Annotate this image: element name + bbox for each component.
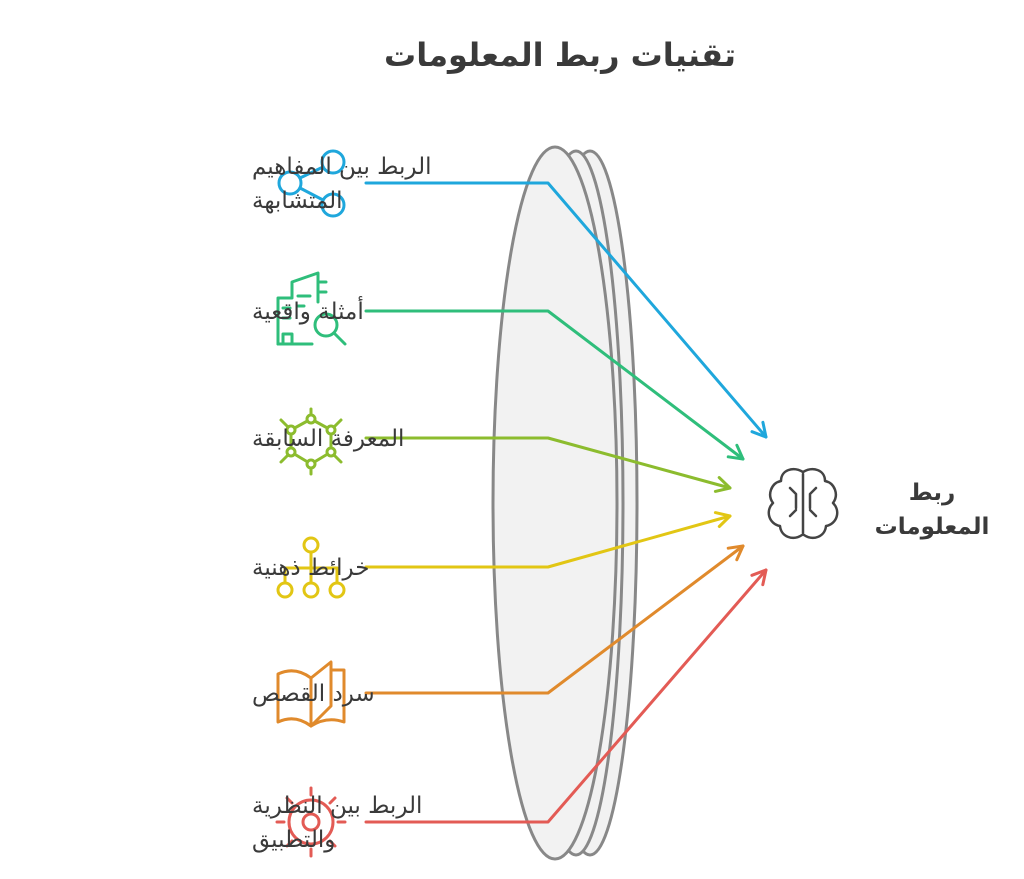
lens [491,145,639,861]
arrowhead [713,511,732,528]
brain-icon [767,468,839,539]
item-label: سرد القصص [252,681,375,707]
target-label: ربط المعلومات [875,480,990,540]
arrowhead [713,476,732,493]
arrowhead [726,443,745,461]
connector-line [364,436,732,490]
connector-line [364,544,745,695]
hierarchy-icon [276,536,346,599]
connector-line [364,514,732,569]
item-label: والتطبيق [252,827,335,853]
molecule-icon [279,407,343,476]
arrowhead [750,568,768,587]
page-title: تقنيات ربط المعلومات [384,36,736,74]
item-label: المعرفة السابقة [252,426,404,452]
building-search-icon [276,271,347,346]
item-icons [275,149,347,858]
connector-line [364,181,768,439]
item-label: المتشابهة [252,188,343,214]
item-labels: الربط بين المفاهيم المتشابهة أمثلة واقعية ا… [252,154,432,853]
target-gear-icon [275,786,347,858]
item-label: الربط بين المفاهيم [252,154,432,180]
item-label: الربط بين النظرية [252,793,422,819]
connector-line [364,309,745,461]
share-nodes-icon [277,149,346,218]
arrowhead [726,544,745,562]
open-book-icon [276,660,346,728]
lens-layer-front [491,145,619,861]
item-label: أمثلة واقعية [252,296,364,325]
arrowhead [750,420,768,439]
item-label: خرائط ذهنية [252,555,369,581]
target-label-line: المعلومات [875,514,990,540]
connectors [364,181,768,824]
connector-line [364,568,768,824]
target-label-line: ربط [909,480,956,506]
